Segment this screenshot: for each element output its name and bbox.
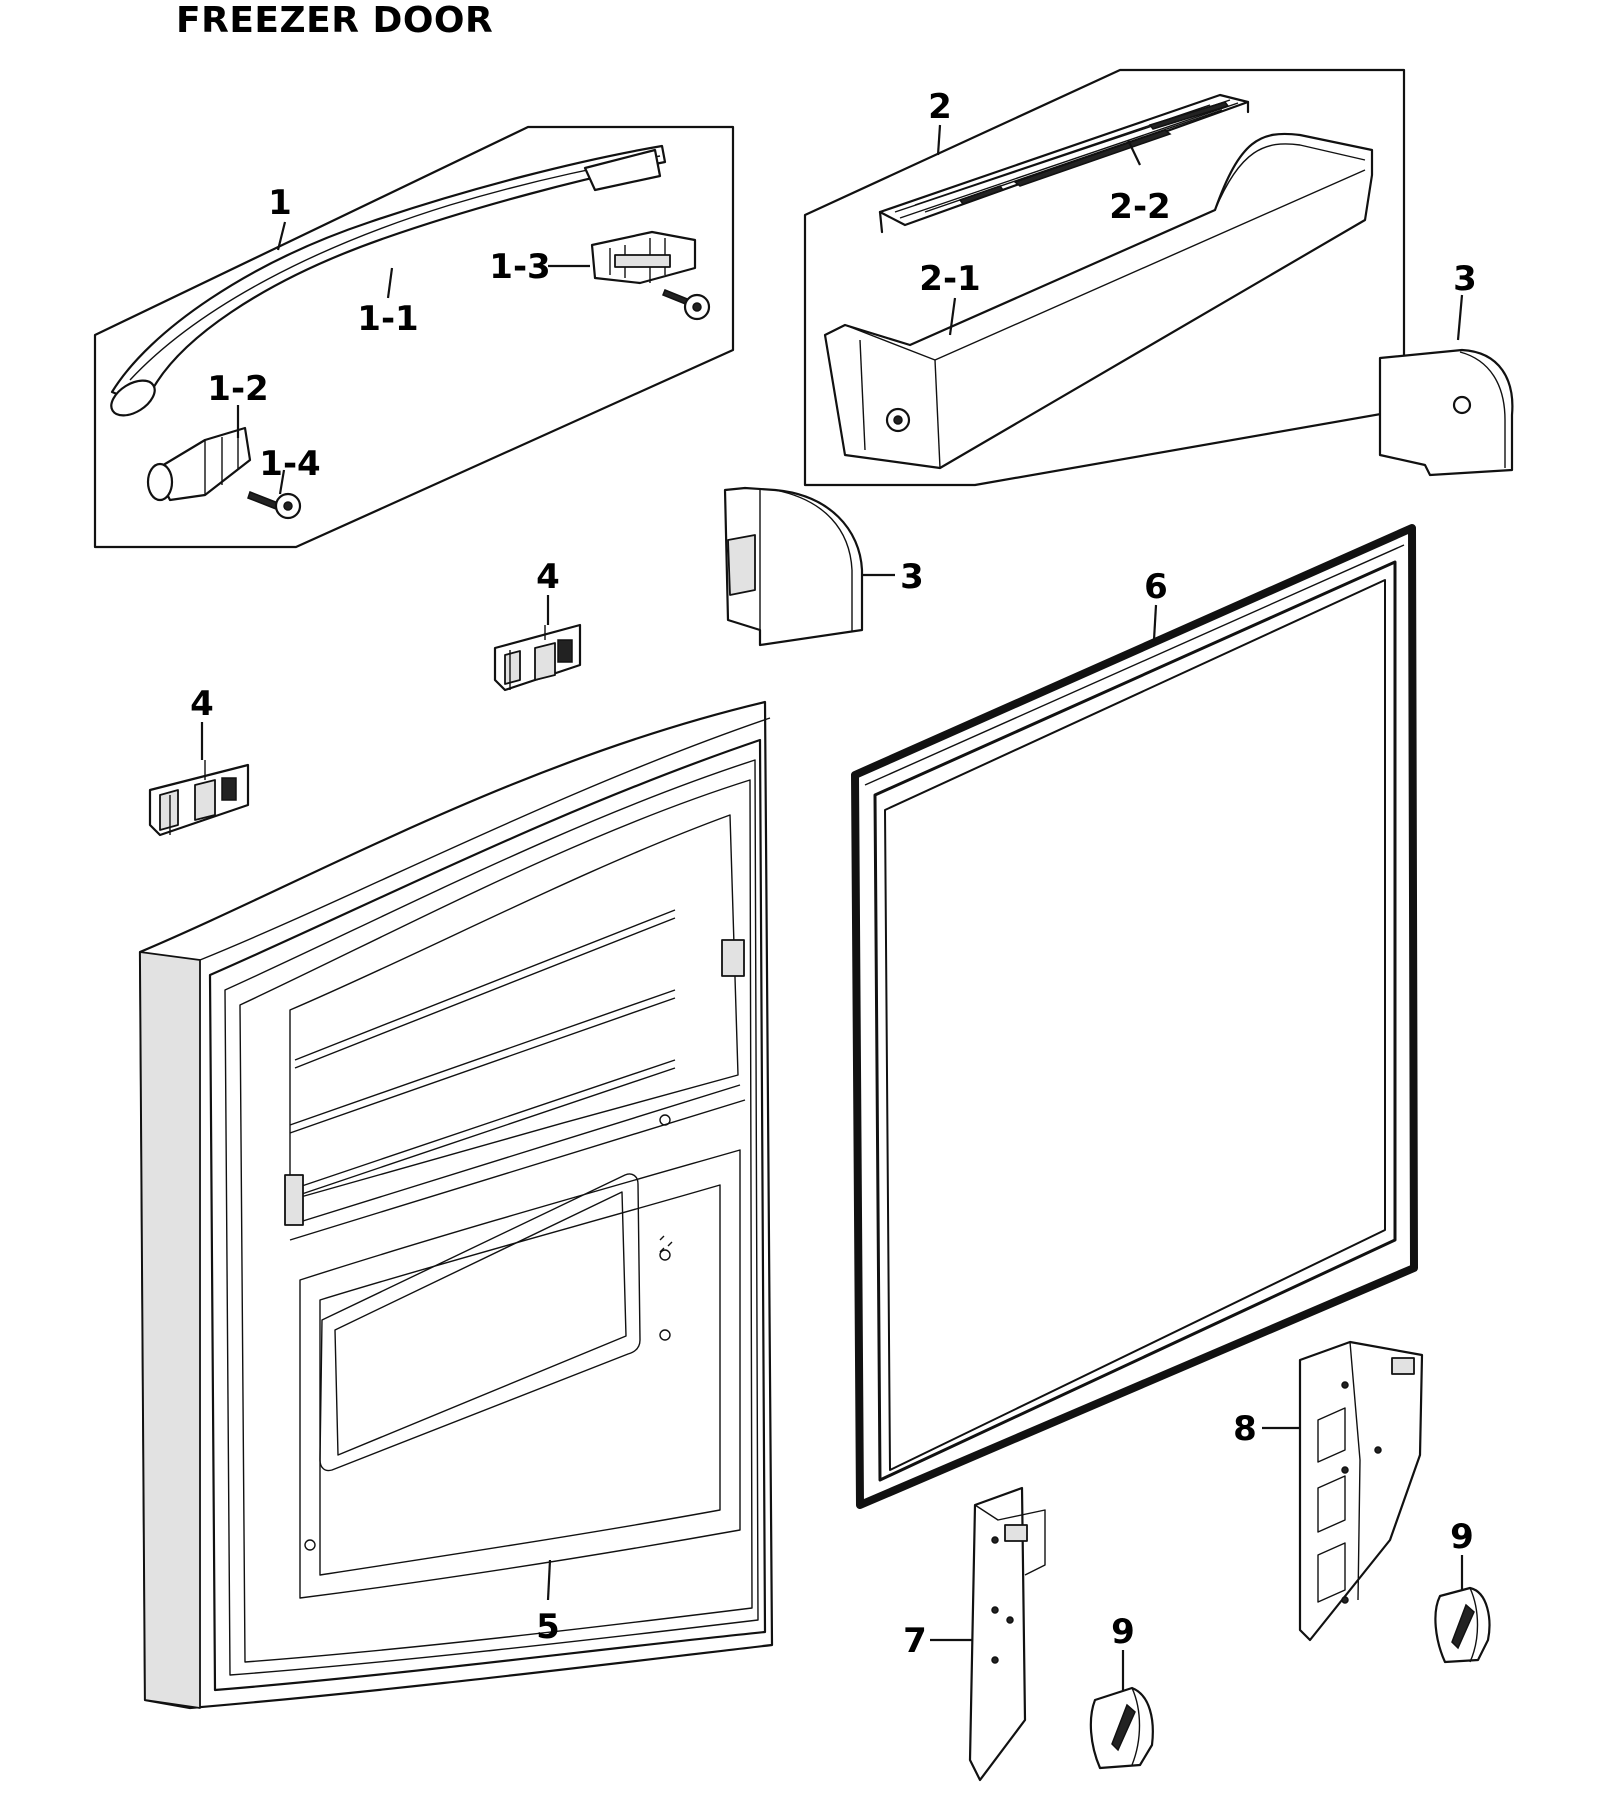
leader-2-1 [948, 297, 957, 336]
callout-2: 2 [928, 87, 952, 127]
part-9-hinge-cap-bottom[interactable] [1089, 1650, 1154, 1770]
callout-1-1: 1-1 [357, 299, 418, 339]
leader-2 [936, 124, 942, 156]
part-7-bracket[interactable] [930, 1486, 1046, 1782]
part-4-hinge-lower[interactable] [148, 722, 250, 837]
part-1-3-end-cap[interactable] [590, 230, 697, 285]
callout-5: 5 [536, 1607, 560, 1647]
callout-4-lower: 4 [190, 684, 214, 724]
callout-4-upper: 4 [536, 557, 560, 597]
part-2-2-bin-cover[interactable] [878, 93, 1250, 234]
part-8-bracket[interactable] [1262, 1340, 1424, 1642]
callout-8: 8 [1233, 1409, 1257, 1449]
part-3-cap-right[interactable] [1378, 294, 1514, 477]
callout-7: 7 [903, 1621, 927, 1661]
diagram-title: FREEZER DOOR [176, 0, 494, 41]
callout-3-right: 3 [1453, 259, 1477, 299]
door-bin-group [803, 68, 1406, 487]
part-1-4-screw[interactable] [247, 491, 302, 520]
callout-2-1: 2-1 [919, 259, 980, 299]
part-2-1-door-bin[interactable] [823, 132, 1374, 470]
part-1-1-handle[interactable] [105, 144, 667, 423]
callout-3-left: 3 [900, 557, 924, 597]
leader-1-4 [278, 469, 286, 495]
leader-1 [276, 221, 287, 251]
callout-2-2: 2-2 [1109, 187, 1170, 227]
callout-9-right: 9 [1450, 1517, 1474, 1557]
handle-group-frame [93, 125, 735, 549]
part-1-2-end-cap[interactable] [146, 426, 252, 502]
part-6-door-gasket[interactable] [851, 524, 1418, 1509]
leader-1-1 [386, 267, 394, 299]
part-5-freezer-door[interactable] [138, 700, 774, 1710]
part-3-cap-left[interactable] [723, 486, 895, 647]
part-9-hinge-cap-right[interactable] [1434, 1555, 1491, 1664]
handle-group [93, 125, 735, 549]
callout-1: 1 [268, 183, 292, 223]
callout-9-bottom: 9 [1111, 1612, 1135, 1652]
callout-1-2: 1-2 [207, 369, 268, 409]
callout-1-3: 1-3 [489, 247, 550, 287]
part-1-3-screw[interactable] [662, 289, 711, 321]
callout-6: 6 [1144, 567, 1168, 607]
callout-1-4: 1-4 [259, 444, 320, 484]
part-4-hinge-upper[interactable] [493, 595, 582, 692]
leader-2-2 [1127, 139, 1141, 166]
